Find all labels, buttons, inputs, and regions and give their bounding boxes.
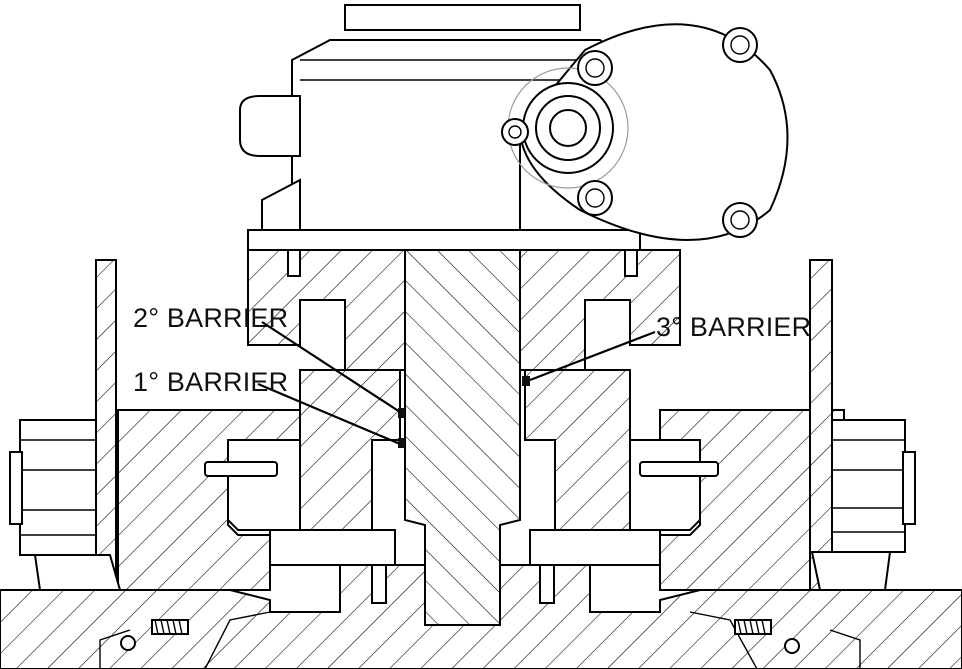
hex-bolt-icon	[501, 27, 758, 238]
label-tertiary-barrier: 3° BARRIER	[656, 312, 811, 342]
label-primary-barrier: 1° BARRIER	[133, 367, 288, 397]
bolt-right	[809, 259, 916, 591]
primary-seal	[398, 438, 405, 448]
seal-rings	[398, 376, 530, 448]
spring-left	[151, 619, 189, 635]
bolt-left	[9, 259, 122, 591]
stud-right	[539, 564, 555, 604]
leader-lines	[257, 321, 656, 446]
guide-pin-left	[204, 461, 278, 477]
leader-primary	[257, 382, 401, 446]
label-secondary-barrier: 2° BARRIER	[133, 303, 288, 333]
guide-pin-right	[639, 461, 719, 477]
valve-stem	[404, 247, 521, 626]
stud-left	[371, 564, 387, 604]
tertiary-seal	[522, 376, 530, 386]
secondary-seal	[398, 408, 405, 418]
leader-tertiary	[529, 330, 656, 382]
bonnet-flange	[117, 409, 845, 591]
actuator-gearbox	[239, 4, 789, 251]
mounting-bracket	[247, 249, 681, 371]
o-ring-left	[120, 635, 136, 651]
o-ring-right	[784, 638, 800, 654]
spring-right	[734, 619, 772, 635]
leader-secondary	[261, 321, 401, 413]
